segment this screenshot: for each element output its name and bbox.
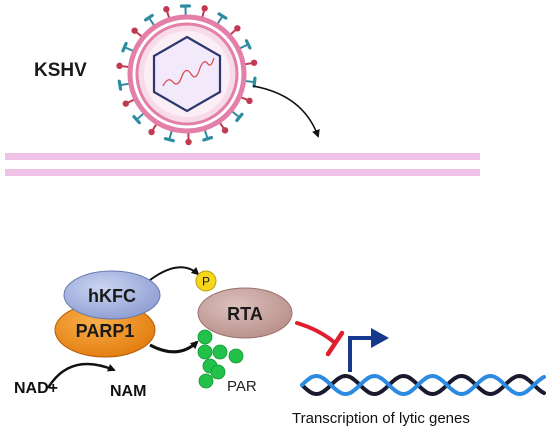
phosphate-group-icon xyxy=(195,270,217,292)
spike-head xyxy=(122,100,130,107)
spike-stalk xyxy=(135,112,145,121)
spike-stalk xyxy=(168,129,173,140)
spike-head xyxy=(163,137,175,143)
spike-head xyxy=(117,79,123,91)
spike-head xyxy=(132,115,141,125)
parp1-label: PARP1 xyxy=(76,321,135,341)
cell-membrane-inner xyxy=(5,169,480,176)
rta-protein xyxy=(197,287,293,339)
hkfc-label: hKFC xyxy=(88,286,136,306)
spike-stalk xyxy=(216,15,224,26)
spike-head xyxy=(185,138,192,146)
spike-stalk xyxy=(244,79,255,84)
par-bead xyxy=(198,373,214,389)
nad-to-nam-arrow xyxy=(46,362,116,389)
spike-stalk xyxy=(148,17,156,27)
virion-glycoprotein-spikes xyxy=(116,4,258,146)
inhibition-symbol xyxy=(295,321,345,357)
hkfc-phosphorylation-arrow xyxy=(149,266,200,281)
spike-head xyxy=(202,135,214,142)
spike-head xyxy=(252,76,257,88)
spike-head xyxy=(163,6,170,13)
phosphate-label: P xyxy=(202,275,210,289)
spike-head xyxy=(235,112,244,123)
par-bead xyxy=(197,344,213,360)
hkfc-protein xyxy=(63,270,161,320)
par-bead xyxy=(228,348,244,364)
virus-entry-arrow xyxy=(252,85,320,138)
par-label: PAR xyxy=(227,378,257,395)
spike-stalk xyxy=(119,82,130,87)
spike-head xyxy=(244,39,252,50)
virion-capsid xyxy=(152,35,222,113)
spike-stalk xyxy=(238,43,249,50)
kshv-label: KSHV xyxy=(34,60,87,81)
transcription-caption: Transcription of lytic genes xyxy=(292,410,470,427)
par-polymer xyxy=(197,329,244,389)
spike-head xyxy=(221,127,229,134)
spike-head xyxy=(116,62,123,70)
inhibition-line xyxy=(295,321,337,345)
promoter-arrow-icon xyxy=(348,328,389,372)
spike-head xyxy=(121,41,128,53)
inhibition-bar xyxy=(325,330,345,357)
dna-strand-blue xyxy=(300,373,546,397)
spike-stalk xyxy=(124,46,135,53)
cell-membrane-outer xyxy=(5,153,480,160)
spike-head xyxy=(250,59,258,66)
kshv-virion-icon xyxy=(116,4,258,146)
spike-stalk xyxy=(203,128,209,140)
par-bead xyxy=(197,329,213,345)
virion-envelope-outer xyxy=(127,14,247,134)
spike-head xyxy=(234,25,241,32)
par-bead xyxy=(212,344,228,360)
spike-head xyxy=(201,5,208,12)
par-bead xyxy=(210,364,226,380)
parp1-parylation-arrow xyxy=(149,340,199,354)
spike-head xyxy=(131,27,138,34)
spike-head xyxy=(246,97,253,105)
nam-label: NAM xyxy=(110,383,147,400)
rta-label: RTA xyxy=(227,304,263,324)
spike-head xyxy=(217,12,228,20)
spike-head xyxy=(144,13,154,22)
spike-head xyxy=(148,128,155,136)
spike-stalk xyxy=(231,110,241,119)
dna-double-helix xyxy=(300,373,546,397)
nad-label: NAD+ xyxy=(14,380,59,397)
viral-genome xyxy=(162,57,215,87)
